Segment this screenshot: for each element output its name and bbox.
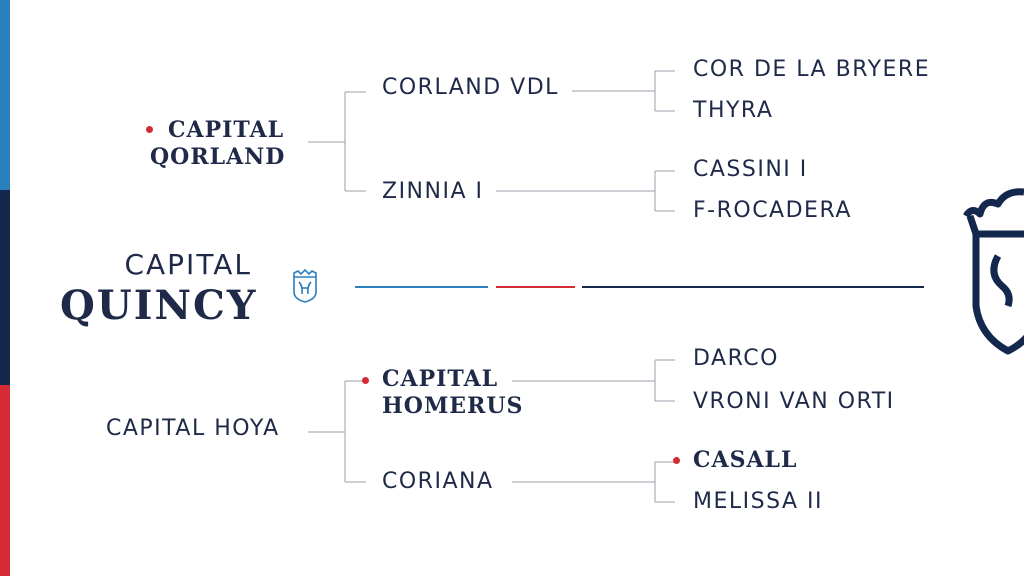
crest-icon <box>962 188 1024 355</box>
side-stripe-red <box>0 385 10 576</box>
highlight-dot <box>673 457 680 464</box>
sds-name: CASSINI I <box>693 157 808 182</box>
ssd-name: THYRA <box>693 98 774 123</box>
sss-name: COR DE LA BRYERE <box>693 57 931 82</box>
subject-name-line2: QUINCY <box>60 282 258 329</box>
dam-sire-name-line1: CAPITAL <box>382 366 499 392</box>
dds-name: CASALL <box>693 447 798 473</box>
dsd-name: VRONI VAN ORTI <box>693 389 895 414</box>
sdd-name: F-ROCADERA <box>693 198 852 223</box>
sire-name-line1: CAPITAL <box>168 117 285 143</box>
sire-dam-name: ZINNIA I <box>382 179 484 204</box>
subject-name-line1: CAPITAL <box>124 248 252 281</box>
dam-dam-name: CORIANA <box>382 469 494 494</box>
side-stripe-navy <box>0 190 10 385</box>
sire-sire-name: CORLAND VDL <box>382 75 559 100</box>
sire-name-line2: QORLAND <box>150 144 286 170</box>
side-stripe-blue <box>0 0 10 190</box>
dss-name: DARCO <box>693 346 779 371</box>
ddd-name: MELISSA II <box>693 489 823 514</box>
dam-sire-name-line2: HOMERUS <box>382 393 524 419</box>
highlight-dot <box>362 377 369 384</box>
highlight-dot <box>146 126 153 133</box>
crest-icon <box>293 268 317 303</box>
dam-name: CAPITAL HOYA <box>106 416 280 441</box>
